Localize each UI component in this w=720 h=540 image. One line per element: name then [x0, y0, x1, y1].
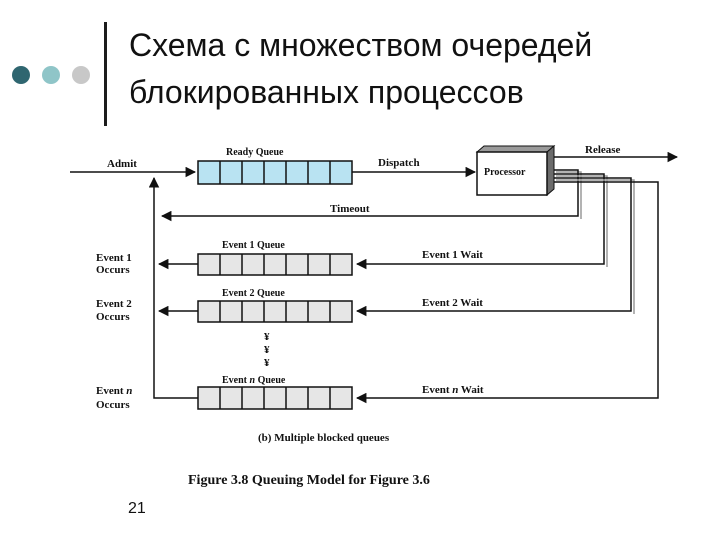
subcaption: (b) Multiple blocked queues [258, 432, 390, 444]
title-divider [104, 22, 107, 126]
event1-occurs-label-1: Event 1 [96, 252, 132, 264]
decor-dot-teal [42, 66, 60, 84]
event1-wait-label: Event 1 Wait [422, 249, 483, 261]
ellipsis-1: ¥ [264, 331, 270, 343]
event1-wait-path [355, 173, 608, 270]
eventn-occurs-label-2: Occurs [96, 399, 130, 411]
event2-occurs-label-2: Occurs [96, 311, 130, 323]
event2-queue [197, 300, 353, 323]
decor-dot-gray [72, 66, 90, 84]
eventn-wait-path [355, 181, 659, 404]
event1-queue [197, 253, 353, 276]
event2-wait-path [355, 177, 635, 317]
release-label: Release [585, 144, 621, 156]
eventn-queue-label: Event n Queue [222, 375, 286, 386]
figure-caption: Figure 3.8 Queuing Model for Figure 3.6 [188, 473, 430, 488]
timeout-label: Timeout [330, 203, 370, 215]
event1-queue-label: Event 1 Queue [222, 240, 285, 251]
event2-queue-label: Event 2 Queue [222, 288, 285, 299]
timeout-path [160, 169, 582, 222]
eventn-queue [197, 386, 353, 410]
processor-box [475, 144, 556, 197]
ready-queue [197, 160, 353, 185]
slide-number: 21 [128, 500, 146, 517]
slide-title: Схема с множеством очередей блокированны… [129, 27, 593, 110]
event2-wait-label: Event 2 Wait [422, 297, 483, 309]
admit-label: Admit [107, 158, 137, 170]
processor-label: Processor [484, 167, 526, 178]
ready-queue-label: Ready Queue [226, 147, 284, 158]
event2-occurs-label-1: Event 2 [96, 298, 132, 310]
eventn-wait-label: Event n Wait [422, 384, 484, 396]
dispatch-label: Dispatch [378, 157, 420, 169]
ellipsis-3: ¥ [264, 357, 270, 369]
ellipsis-2: ¥ [264, 344, 270, 356]
event1-occurs-label-2: Occurs [96, 264, 130, 276]
return-bus [148, 176, 198, 399]
eventn-occurs-label-1: Event n [96, 385, 132, 397]
decor-dot-dark [12, 66, 30, 84]
